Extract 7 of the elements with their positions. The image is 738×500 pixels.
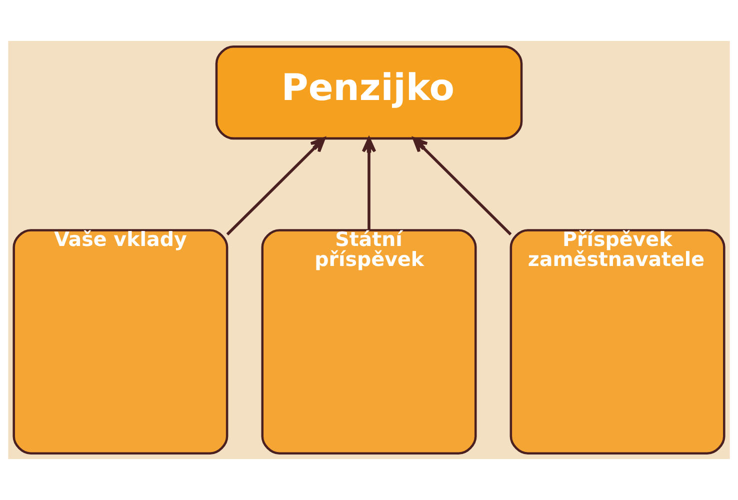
arrow [412,137,512,236]
arrow [362,137,376,230]
node-box: Státní příspěvek [261,229,477,454]
arrow [226,137,326,236]
node-box: Vaše vklady [12,229,228,454]
node-box: Penzijko [215,46,523,140]
node-box: Příspěvek zaměstnavatele [510,229,726,454]
